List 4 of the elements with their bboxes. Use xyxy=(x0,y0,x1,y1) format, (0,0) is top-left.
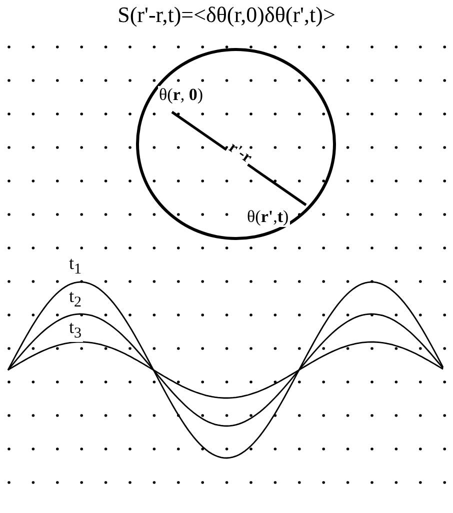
point-label: θ(r, 0) xyxy=(158,86,204,105)
formula-title: S(r'-r,t)=<δθ(r,0)δθ(r',t)> xyxy=(116,2,336,28)
circle-outline xyxy=(136,48,336,240)
point-label: θ(r',t) xyxy=(246,208,290,227)
